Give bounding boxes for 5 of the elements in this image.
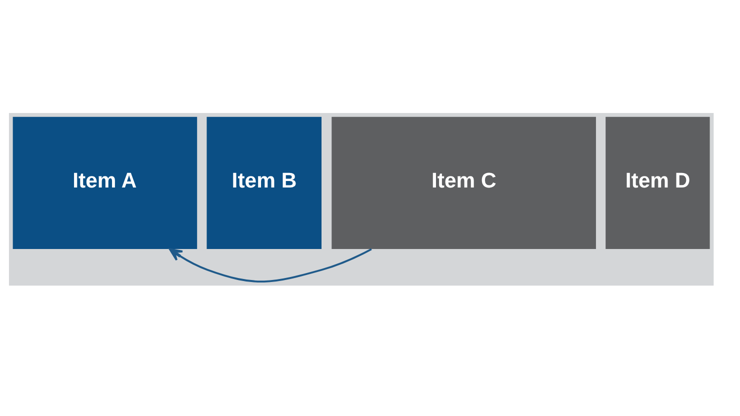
node-box: Item D xyxy=(606,116,710,250)
node-box: Item B xyxy=(206,116,322,250)
node-box: Item C xyxy=(332,116,596,250)
arrow xyxy=(168,248,372,282)
node-box: Item A xyxy=(12,116,198,250)
